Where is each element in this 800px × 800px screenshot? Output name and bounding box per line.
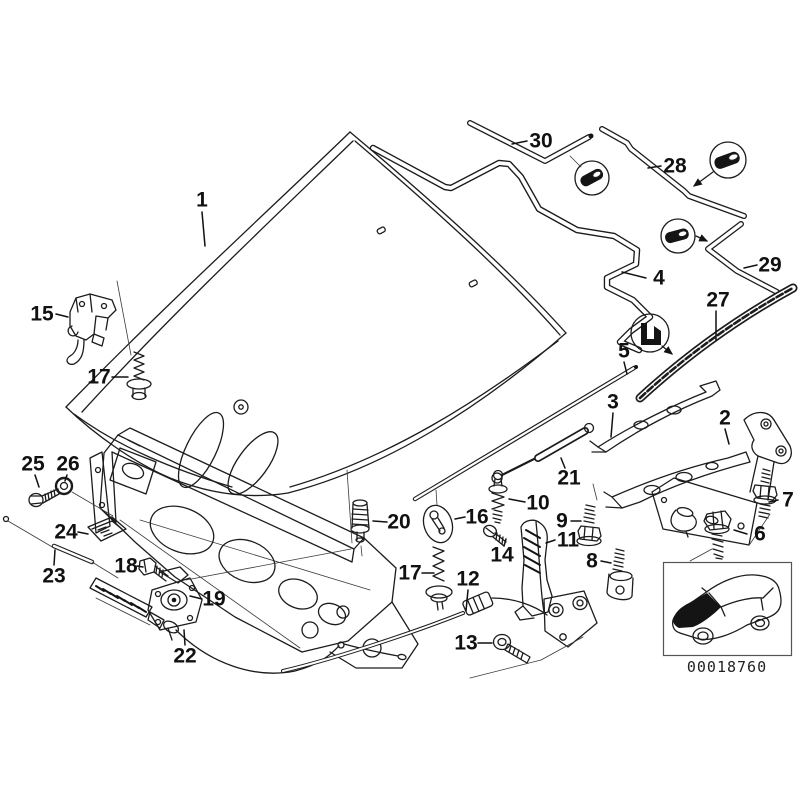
hex-bolt-6 [703, 510, 732, 560]
support-rod-5 [412, 365, 638, 502]
callout-leader-24 [77, 531, 89, 535]
callout-7: 7 [782, 489, 794, 512]
lock-bracket-11 [514, 519, 553, 621]
callout-leader-16 [454, 516, 466, 520]
hinge-arm-3 [589, 380, 721, 453]
spring-screw-17-center [425, 546, 453, 611]
callout-leader-14 [503, 538, 507, 547]
rear-hood-seal-4 [369, 144, 654, 354]
callout-leader-18 [136, 565, 144, 568]
callout-4: 4 [653, 267, 665, 290]
seal-cross-section-detail-3 [660, 218, 696, 254]
spring-screw-17-left [126, 351, 152, 401]
bowden-cable-23 [2, 515, 119, 579]
screw-13 [492, 633, 531, 664]
callout-leader-30 [511, 140, 528, 145]
callout-12: 12 [456, 568, 479, 591]
callout-1: 1 [196, 189, 208, 212]
flange-bolt-9 [576, 504, 602, 547]
gas-strut-21 [491, 422, 595, 484]
callout-9: 9 [556, 510, 568, 533]
callout-leader-21 [560, 457, 566, 469]
release-cable-22 [89, 577, 407, 674]
callout-19: 19 [202, 588, 225, 611]
construction-lines [71, 280, 771, 679]
screw-14 [482, 524, 507, 547]
seal-strip-29 [705, 221, 780, 295]
catalog-thumbnail: 00018760 [662, 561, 793, 676]
callout-leader-1 [201, 211, 206, 247]
callout-leader-20 [372, 520, 388, 523]
callout-26: 26 [56, 453, 79, 476]
callout-29: 29 [758, 254, 781, 277]
callout-21: 21 [557, 467, 581, 490]
callout-18: 18 [114, 555, 138, 578]
callout-leader-22 [183, 629, 186, 646]
detail-arrows [569, 155, 714, 355]
bolt-18 [138, 557, 169, 582]
callout-30: 30 [529, 130, 552, 153]
hood-lock-19 [147, 566, 203, 641]
callout-leader-4 [621, 271, 647, 279]
callout-leader-25 [34, 474, 40, 488]
callout-16: 16 [465, 506, 488, 529]
callout-17b: 17 [398, 562, 421, 585]
callout-leader-23 [53, 549, 56, 566]
callout-5: 5 [618, 340, 630, 363]
callout-11: 11 [557, 529, 580, 552]
socket-bolt-25 [28, 488, 60, 508]
actuator-rod-12 [281, 591, 548, 673]
callout-15: 15 [30, 303, 54, 326]
socket-bolt-8 [606, 548, 634, 601]
callout-leader-10 [508, 498, 526, 503]
car-sketch [671, 574, 782, 645]
hood-hinge-2 [603, 411, 792, 546]
callout-13: 13 [454, 632, 477, 655]
washer-plate-16 [422, 504, 454, 544]
callout-6: 6 [754, 523, 766, 546]
hood-roundel [233, 399, 249, 415]
callout-22: 22 [173, 645, 196, 668]
hood-catch-15 [66, 293, 117, 366]
callout-leader-2 [724, 428, 730, 445]
grommet-26 [54, 476, 74, 496]
callout-leader-28 [647, 165, 662, 169]
callout-leader-6 [733, 529, 748, 535]
callout-leader-12 [465, 589, 469, 612]
callout-2: 2 [719, 407, 731, 430]
callout-10: 10 [526, 492, 549, 515]
callout-leader-19 [189, 595, 203, 600]
shim-plate-24 [87, 516, 127, 542]
lever-bracket-12 [543, 590, 598, 648]
callout-28: 28 [663, 155, 687, 178]
callout-25: 25 [21, 453, 45, 476]
stud-bolt-7 [752, 468, 778, 519]
callout-27: 27 [706, 289, 729, 312]
washer-nozzle-marks [376, 226, 478, 288]
callout-8: 8 [586, 550, 598, 573]
callout-leader-8 [600, 560, 612, 564]
callout-20: 20 [387, 511, 410, 534]
callout-3: 3 [607, 391, 619, 414]
callout-leader-5 [623, 361, 628, 375]
callout-24: 24 [54, 521, 78, 544]
callout-leader-7 [768, 499, 779, 503]
callout-leader-26 [64, 474, 68, 482]
callout-layer: 1234567891011121314151617171819202122232… [21, 130, 794, 668]
clip-cross-section-detail-4 [630, 313, 670, 353]
seal-strip-30 [467, 120, 594, 164]
callout-leader-11 [545, 539, 556, 544]
callout-leader-15 [55, 313, 69, 318]
callout-23: 23 [42, 565, 65, 588]
seal-cross-section-detail-2 [709, 141, 747, 179]
callout-leader-3 [610, 412, 614, 438]
seal-cross-section-detail-1 [574, 160, 610, 196]
callout-14: 14 [490, 544, 514, 567]
callout-leader-29 [743, 264, 758, 269]
part-number-label: 00018760 [687, 658, 767, 676]
callout-17a: 17 [87, 366, 110, 389]
seal-strip-28 [599, 126, 747, 219]
